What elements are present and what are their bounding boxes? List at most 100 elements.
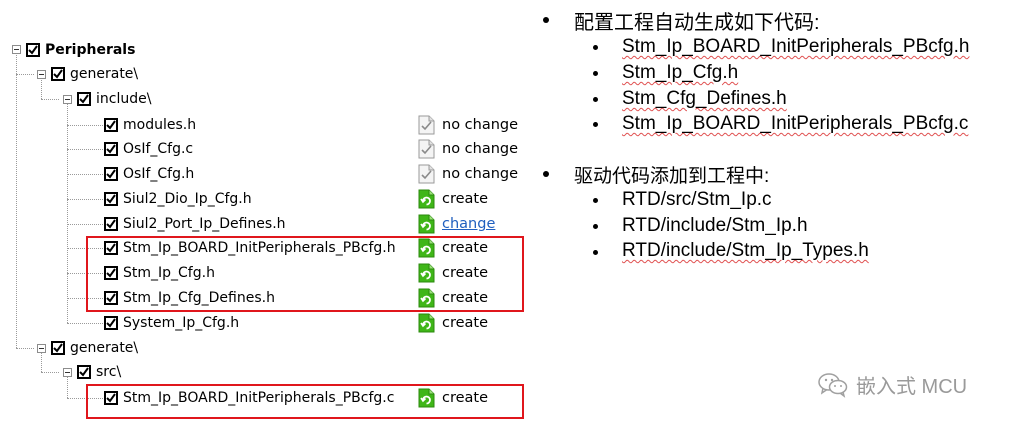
checkbox[interactable] (104, 291, 118, 305)
tree-file-item[interactable]: Stm_Ip_Cfg.h (104, 263, 215, 283)
tree-node-peripherals[interactable]: Peripherals (26, 40, 135, 60)
bullet (543, 17, 549, 23)
tree-node-generate[interactable]: generate\ (51, 338, 138, 358)
file-status: change (418, 213, 495, 235)
tree-line (41, 80, 42, 99)
create-file-icon (418, 313, 435, 333)
status-text: no change (442, 117, 519, 133)
file-name: Siul2_Port_Ip_Defines.h (123, 216, 286, 232)
collapse-toggle[interactable] (12, 45, 21, 54)
file-status: no change (418, 138, 518, 160)
status-text: create (442, 315, 489, 331)
note-item: Stm_Ip_BOARD_InitPeripherals_PBcfg.h (622, 36, 970, 57)
tree-file-item[interactable]: Siul2_Port_Ip_Defines.h (104, 214, 286, 234)
note-item: RTD/src/Stm_Ip.c (622, 189, 772, 210)
bullet (593, 224, 598, 229)
checkbox[interactable] (51, 67, 65, 81)
collapse-toggle[interactable] (63, 368, 72, 377)
file-name: Siul2_Dio_Ip_Cfg.h (123, 191, 252, 207)
file-name: OsIf_Cfg.h (123, 166, 195, 182)
no-change-file-icon (418, 139, 435, 159)
checkbox[interactable] (26, 43, 40, 57)
tree-line (67, 174, 103, 175)
checkbox[interactable] (104, 142, 118, 156)
create-file-icon (418, 288, 435, 308)
checkbox[interactable] (51, 341, 65, 355)
create-file-icon (418, 189, 435, 209)
file-name: Stm_Ip_Cfg.h (123, 265, 215, 281)
checkbox[interactable] (104, 192, 118, 206)
checkbox[interactable] (104, 391, 118, 405)
section-title: 配置工程自动生成如下代码: (574, 12, 820, 34)
tree-line (67, 125, 103, 126)
collapse-toggle[interactable] (37, 70, 46, 79)
create-file-icon (418, 214, 435, 234)
tree-line (67, 224, 103, 225)
create-file-icon (418, 263, 435, 283)
tree-node-generate[interactable]: generate\ (51, 64, 138, 84)
tree-file-item[interactable]: System_Ip_Cfg.h (104, 313, 239, 333)
tree-line (41, 353, 42, 372)
node-label: generate\ (70, 66, 139, 82)
tree-file-item[interactable]: modules.h (104, 115, 196, 135)
note-item: RTD/include/Stm_Ip.h (622, 215, 808, 236)
tree-file-item[interactable]: Stm_Ip_BOARD_InitPeripherals_PBcfg.c (104, 388, 394, 408)
checkbox[interactable] (104, 167, 118, 181)
tree-line (67, 248, 103, 249)
tree-file-item[interactable]: Stm_Ip_BOARD_InitPeripherals_PBcfg.h (104, 238, 396, 258)
file-name: OsIf_Cfg.c (123, 141, 194, 157)
checkbox[interactable] (77, 365, 91, 379)
file-status: create (418, 188, 488, 210)
tree-file-item[interactable]: Stm_Ip_Cfg_Defines.h (104, 288, 275, 308)
status-text: create (442, 390, 489, 406)
status-text: create (442, 191, 489, 207)
tree-line (41, 99, 59, 100)
tree-line (16, 348, 34, 349)
section-title: 驱动代码添加到工程中: (574, 166, 770, 187)
tree-node-src[interactable]: src\ (77, 362, 121, 382)
tree-line (67, 104, 68, 323)
file-name: Stm_Ip_BOARD_InitPeripherals_PBcfg.c (123, 390, 395, 406)
checkbox[interactable] (104, 217, 118, 231)
checkbox[interactable] (77, 92, 91, 106)
tree-line (67, 199, 103, 200)
tree-line (67, 273, 103, 274)
checkbox[interactable] (104, 241, 118, 255)
note-item: Stm_Cfg_Defines.h (622, 88, 787, 109)
tree-file-item[interactable]: OsIf_Cfg.h (104, 164, 194, 184)
tree-line (67, 323, 103, 324)
highlight-box (86, 236, 524, 312)
checkbox[interactable] (104, 118, 118, 132)
collapse-toggle[interactable] (37, 344, 46, 353)
bullet (593, 198, 598, 203)
note-item: Stm_Ip_BOARD_InitPeripherals_PBcfg.c (622, 113, 969, 134)
note-item: Stm_Ip_Cfg.h (622, 62, 739, 83)
checkbox[interactable] (104, 266, 118, 280)
tree-node-include[interactable]: include\ (77, 89, 151, 109)
change-link[interactable]: change (442, 216, 496, 232)
status-text: create (442, 240, 489, 256)
tree-line (16, 55, 17, 348)
wechat-icon (818, 372, 848, 398)
node-label: include\ (96, 91, 152, 107)
tree-line (16, 74, 34, 75)
tree-file-item[interactable]: Siul2_Dio_Ip_Cfg.h (104, 189, 252, 209)
watermark: 嵌入式 MCU (818, 370, 967, 399)
file-status: no change (418, 114, 518, 136)
bullet (593, 250, 598, 255)
node-label: generate\ (70, 340, 139, 356)
tree-file-item[interactable]: OsIf_Cfg.c (104, 139, 193, 159)
watermark-text: 嵌入式 MCU (856, 376, 968, 398)
tree-line (67, 298, 103, 299)
file-name: Stm_Ip_Cfg_Defines.h (123, 290, 275, 306)
collapse-toggle[interactable] (63, 95, 72, 104)
highlight-box (86, 384, 524, 419)
bullet (593, 122, 598, 127)
file-status: no change (418, 163, 518, 185)
tree-line (67, 398, 103, 399)
checkbox[interactable] (104, 316, 118, 330)
create-file-icon (418, 238, 435, 258)
file-status: create (418, 287, 488, 309)
file-name: Stm_Ip_BOARD_InitPeripherals_PBcfg.h (123, 240, 396, 256)
tree-line (67, 149, 103, 150)
